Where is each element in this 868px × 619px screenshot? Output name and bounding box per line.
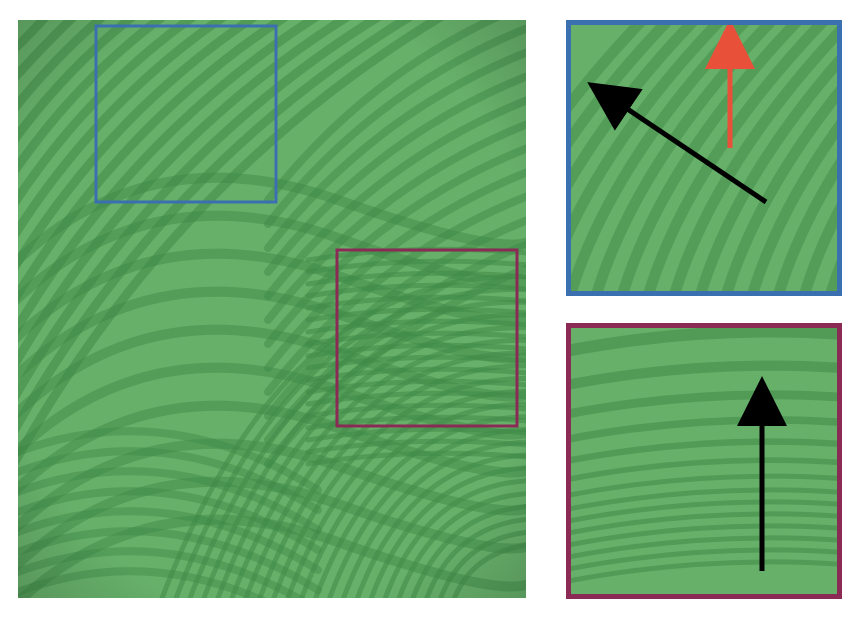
vignette — [18, 20, 526, 598]
blue-region-box — [94, 24, 278, 204]
purple-region-box — [335, 248, 519, 428]
blue-zoom-panel — [566, 20, 842, 296]
purple-zoom-panel — [566, 323, 842, 599]
purple-zoom-svg — [566, 323, 842, 599]
blue-zoom-svg — [566, 20, 842, 296]
purple-zoom-border — [566, 323, 842, 599]
main-fringe-svg — [18, 20, 526, 598]
black-arrow — [587, 82, 768, 205]
purple-zoom-fringes — [570, 327, 838, 584]
blue-zoom-fringes — [570, 24, 838, 292]
main-fringe-image — [18, 20, 526, 598]
blue-zoom-border — [566, 20, 842, 296]
